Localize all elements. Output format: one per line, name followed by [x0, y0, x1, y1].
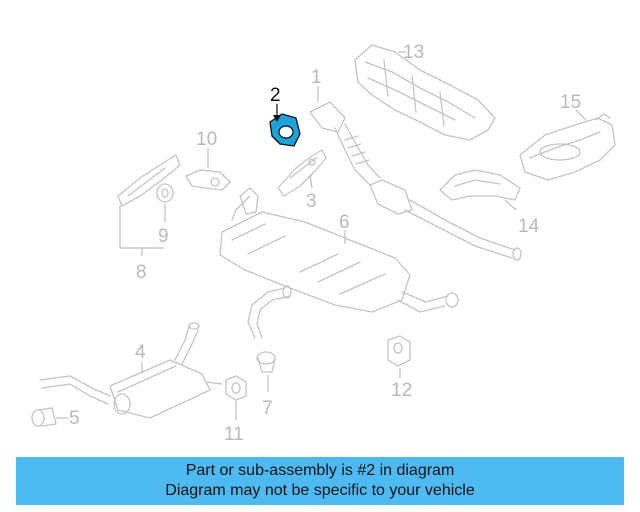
callout-12: 12	[391, 380, 412, 401]
part-12-insulator	[387, 335, 411, 378]
part-14-heat-shield	[439, 169, 521, 211]
part-6-rear-muffler	[219, 187, 459, 313]
part-13-heat-shield	[354, 44, 496, 141]
callout-6: 6	[339, 212, 350, 233]
callout-8: 8	[136, 262, 147, 283]
callout-7: 7	[262, 398, 273, 419]
part-7-clamp	[256, 351, 276, 392]
callout-10: 10	[196, 129, 217, 150]
callout-11: 11	[224, 424, 244, 445]
part-10-hanger	[185, 148, 231, 191]
part-2-gasket	[269, 104, 301, 147]
exhaust-parts-diagram: 13 15 14 1 2 3	[31, 42, 616, 445]
part-9-insulator	[156, 183, 174, 222]
part-5-clamp	[31, 407, 68, 427]
info-banner: Part or sub-assembly is #2 in diagram Di…	[16, 457, 624, 505]
callout-2: 2	[270, 85, 281, 106]
callout-9: 9	[158, 226, 169, 247]
part-11-insulator	[225, 375, 247, 420]
part-8-bracket	[117, 154, 181, 256]
part-1-front-pipe	[309, 86, 522, 261]
callout-15: 15	[560, 92, 581, 113]
callout-3: 3	[306, 191, 317, 212]
part-4-muffler	[39, 322, 223, 419]
banner-line-1: Part or sub-assembly is #2 in diagram	[185, 462, 455, 479]
callout-14: 14	[518, 216, 540, 237]
callout-1: 1	[311, 67, 322, 88]
part-15-heat-shield	[519, 109, 616, 181]
intermediate-pipe	[247, 285, 292, 339]
callout-5: 5	[69, 408, 80, 429]
callout-13: 13	[403, 42, 424, 63]
part-3-bracket	[277, 149, 327, 197]
callout-4: 4	[135, 342, 146, 363]
banner-line-2: Diagram may not be specific to your vehi…	[165, 482, 475, 499]
